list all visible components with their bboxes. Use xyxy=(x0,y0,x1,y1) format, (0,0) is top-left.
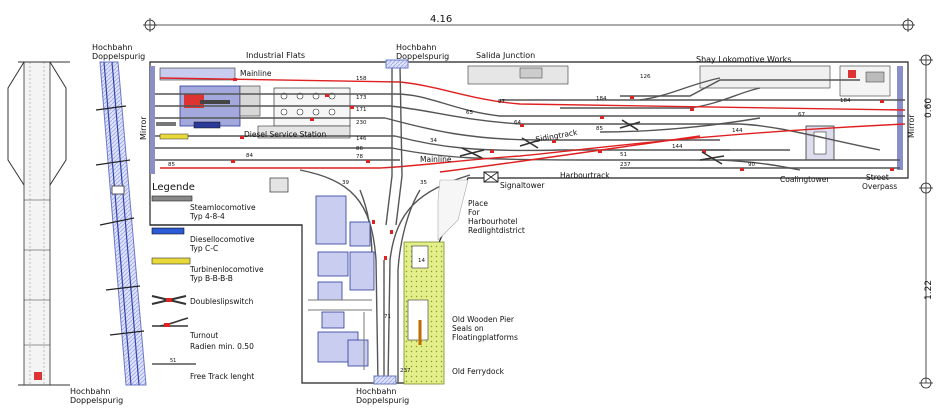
doppelspurig-top-left: Doppelspurig xyxy=(92,52,145,61)
track-num-158: 158 xyxy=(356,76,367,82)
legend-turbine-icon xyxy=(151,257,191,265)
crane xyxy=(411,245,429,269)
ferrydock xyxy=(407,299,429,341)
track-num-85b: 85 xyxy=(596,126,603,132)
label-hochbahn-bottom: Hochbahn xyxy=(356,387,397,396)
label-overpass: Overpass xyxy=(862,182,897,191)
track-num-65: 65 xyxy=(466,110,473,116)
legend-turnout: Turnout xyxy=(189,331,218,340)
track-num-85: 85 xyxy=(168,162,175,168)
label-mainline-bottom: Mainline xyxy=(420,155,452,164)
legend-doubleslip: Doubleslipswitch xyxy=(190,297,254,306)
track-num-184b: 184 xyxy=(840,98,851,104)
legend-turbine-2: Typ B-B-B-B xyxy=(189,274,233,283)
coalingtower xyxy=(805,125,835,161)
track-num-144: 144 xyxy=(732,128,743,134)
label-harbourtrack: Harbourtrack xyxy=(560,171,610,180)
label-signaltower: Signaltower xyxy=(500,181,545,190)
track-num-90: 90 xyxy=(748,162,755,168)
track-num-39: 39 xyxy=(342,180,349,186)
label-salida-junction: Salida Junction xyxy=(476,51,535,60)
legend-turbine-1: Turbinenlocomotive xyxy=(189,265,264,274)
locos-on-board xyxy=(156,121,221,140)
tracks-upper xyxy=(155,77,905,171)
track-num-237: 237 xyxy=(620,162,631,168)
track-num-64: 64 xyxy=(514,120,521,126)
track-num-86: 86 xyxy=(356,146,363,152)
mainline-tracks xyxy=(159,77,906,173)
legend-steam-1: Steamlocomotive xyxy=(190,203,256,212)
turnout-marks xyxy=(231,78,894,260)
mirror-right-label: Mirror xyxy=(907,114,916,138)
track-num-184: 184 xyxy=(596,96,607,102)
legend-radius: Radien min. 0.50 xyxy=(190,342,254,351)
dimension-lines xyxy=(143,18,933,389)
legend-diesel-1: Diesellocomotive xyxy=(190,235,255,244)
mirror-right xyxy=(897,66,903,170)
board-outline xyxy=(149,61,909,384)
label-hochbahn-center: Hochbahn xyxy=(396,43,437,52)
legend-free-track: Free Track lenght xyxy=(190,372,254,381)
legend-diesel-2: Typ C-C xyxy=(189,244,218,253)
legend-steam-2: Typ 4-8-4 xyxy=(189,212,225,221)
track-num-84: 84 xyxy=(246,153,253,159)
label-doppelspurig-center: Doppelspurig xyxy=(396,52,449,61)
label-coalingtower: Coalingtower xyxy=(780,175,830,184)
legend-steam-icon xyxy=(151,195,193,202)
legend: Legende Steamlocomotive Typ 4-8-4 Diesel… xyxy=(151,182,264,381)
track-num-237b: 237 xyxy=(400,368,411,374)
peninsula-buildings xyxy=(315,195,375,367)
legend-diesel-icon xyxy=(151,227,185,235)
label-pier-3: Floatingplatforms xyxy=(452,333,518,342)
track-num-51: 51 xyxy=(620,152,627,158)
hochbahn-top-left: Hochbahn xyxy=(92,43,133,52)
label-place-4: Redlightdistrict xyxy=(468,226,525,235)
dimension-width: 4.16 xyxy=(430,14,452,25)
label-pier-2: Seals on xyxy=(452,324,484,333)
dimension-height-upper: 0.60 xyxy=(924,98,934,118)
label-doppelspurig-bottom: Doppelspurig xyxy=(356,396,409,405)
salida-junction-buildings xyxy=(467,65,569,85)
track-num-87: 87 xyxy=(498,99,505,105)
track-num-230: 230 xyxy=(356,120,367,126)
label-street: Street xyxy=(866,173,889,182)
track-num-14: 14 xyxy=(418,258,425,264)
doppelspurig-bottom-left: Doppelspurig xyxy=(70,396,123,405)
mirror-left xyxy=(150,66,155,174)
label-diesel-station: Diesel Service Station xyxy=(244,130,326,139)
label-pier-1: Old Wooden Pier xyxy=(452,315,515,324)
label-ferrydock: Old Ferrydock xyxy=(452,367,505,376)
label-mainline-top: Mainline xyxy=(240,69,272,78)
mirror-left-label: Mirror xyxy=(139,116,148,140)
track-num-34: 34 xyxy=(430,138,437,144)
track-num-126: 126 xyxy=(640,74,651,80)
track-num-67: 67 xyxy=(798,112,805,118)
peninsula-roads xyxy=(308,299,372,370)
legend-title: Legende xyxy=(152,182,195,193)
legend-free-track-number: 51 xyxy=(170,358,176,364)
label-industrial-flats: Industrial Flats xyxy=(246,51,305,60)
track-num-78: 78 xyxy=(356,154,363,160)
track-num-71: 71 xyxy=(384,314,391,320)
label-shay-works: Shay Lokomotive Works xyxy=(696,55,791,64)
harbourhotel-area xyxy=(437,179,469,241)
hochbahn-bottom-left: Hochbahn xyxy=(70,387,111,396)
elevation-view xyxy=(7,61,70,386)
label-place-3: Harbourhotel xyxy=(468,217,517,226)
shay-works-buildings xyxy=(699,65,891,97)
track-num-173: 173 xyxy=(356,95,367,101)
dimension-height-lower: 1.22 xyxy=(924,280,934,300)
doubleslip-marks xyxy=(459,119,725,165)
label-place-1: Place xyxy=(468,199,488,208)
viaduct-plan xyxy=(95,61,147,386)
track-num-35: 35 xyxy=(420,180,427,186)
hochbahn-bridge-bottom xyxy=(373,375,397,385)
small-building xyxy=(269,177,289,193)
label-place-2: For xyxy=(468,208,481,217)
track-num-144b: 144 xyxy=(672,144,683,150)
track-num-146: 146 xyxy=(356,136,367,142)
hochbahn-bridge xyxy=(385,59,409,69)
track-num-171: 171 xyxy=(356,107,367,113)
